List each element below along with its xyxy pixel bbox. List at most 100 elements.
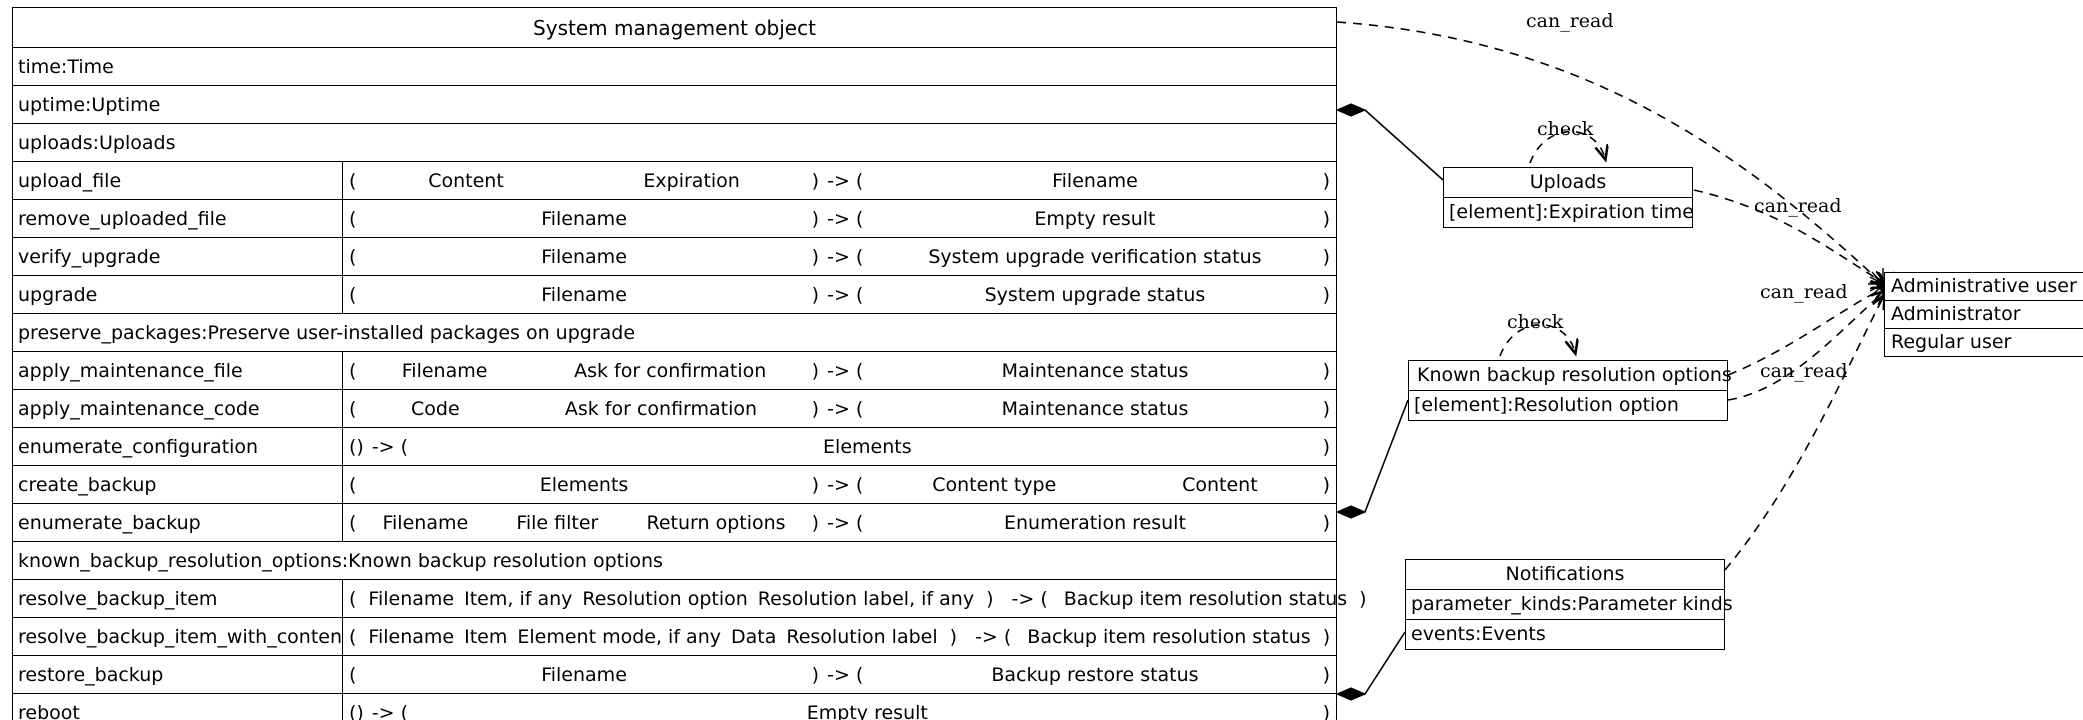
operation-name: restore_backup — [13, 656, 343, 693]
result: Maintenance status — [1001, 359, 1189, 382]
paren-open: ( — [349, 397, 357, 420]
parameter: Ask for confirmation — [574, 359, 767, 382]
parameter: Expiration — [643, 169, 740, 192]
attribute-label: events:Events — [1411, 623, 1546, 645]
return-arrow: -> ( — [1011, 587, 1048, 610]
paren-close: ) — [1322, 701, 1330, 720]
paren-close: ) — [811, 169, 820, 192]
parameter: Elements — [539, 473, 629, 496]
parameter: Data — [730, 625, 777, 648]
parameter: Filename — [541, 663, 627, 686]
attribute-label: parameter_kinds:Parameter kinds — [1406, 590, 1733, 620]
class-attribute-row: time:Time — [13, 48, 1336, 86]
paren-close: ) — [811, 473, 820, 496]
attribute-label: uptime:Uptime — [18, 93, 161, 116]
paren-open: () — [349, 435, 364, 458]
parameter: Filename — [368, 625, 455, 648]
class-notifications: Notifications parameter_kinds:Parameter … — [1405, 559, 1733, 650]
class-title: Notifications — [1406, 560, 1724, 590]
return-arrow: -> ( — [371, 701, 409, 720]
parameter: Filename — [541, 207, 627, 230]
parameter: Resolution label, if any — [757, 587, 975, 610]
parameter: Code — [411, 397, 460, 420]
class-attribute-row: uploads:Uploads — [13, 124, 1336, 162]
paren-close: ) — [1322, 283, 1330, 306]
class-title: Known backup resolution options — [1409, 361, 1732, 391]
operation-name: reboot — [13, 694, 343, 720]
result-list: Backup item resolution status — [1064, 588, 1347, 610]
paren-close: ) — [1322, 397, 1330, 420]
paren-close: ) — [811, 283, 820, 306]
return-arrow: -> ( — [827, 359, 864, 382]
result-list: Enumeration result — [869, 512, 1320, 534]
parameter: Element mode, if any — [517, 625, 721, 648]
parameter-list: Filename — [358, 284, 809, 306]
parameter: Return options — [646, 511, 786, 534]
parameter-list: Filename — [358, 664, 809, 686]
result: Content type — [932, 473, 1057, 496]
paren-open: ( — [349, 283, 357, 306]
operation-signature: ( Filename Ask for confirmation) -> ( Mainte… — [343, 352, 1336, 389]
operation-signature: ()-> (Empty result) — [343, 694, 1336, 720]
result: Empty result — [806, 701, 928, 720]
class-operation-row: remove_uploaded_file(Filename)-> (Empty … — [13, 200, 1336, 238]
operation-name: remove_uploaded_file — [13, 200, 343, 237]
class-operation-row: upgrade ( Filename) -> (System upgrade stat… — [13, 276, 1336, 314]
parameter: Filename — [541, 283, 627, 306]
edge-label-check: check — [1507, 311, 1564, 333]
attribute-label: known_backup_resolution_options:Known ba… — [18, 549, 663, 572]
result: Enumeration result — [1003, 511, 1186, 534]
operation-name: upgrade — [13, 276, 343, 313]
result: Backup item resolution status — [1027, 625, 1311, 648]
paren-open: ( — [349, 359, 357, 382]
result-list: Backup item resolution status — [1027, 626, 1310, 648]
parameter-list: Elements — [358, 474, 809, 496]
parameter: Filename — [382, 511, 469, 534]
return-arrow: -> ( — [827, 663, 864, 686]
paren-open: ( — [349, 245, 357, 268]
parameter-list: Filename File filter Return options — [358, 512, 809, 534]
parameter-list: Filename Ask for confirmation — [358, 360, 809, 382]
parameter: Content — [428, 169, 504, 192]
parameter: Filename — [401, 359, 488, 382]
paren-open: ( — [349, 663, 357, 686]
class-system-management-object: System management object time:Time uptim… — [12, 7, 1367, 720]
paren-close: ) — [1322, 511, 1330, 534]
paren-open: ( — [349, 473, 357, 496]
return-arrow: -> ( — [827, 245, 864, 268]
paren-close: ) — [1322, 473, 1330, 496]
return-arrow: -> ( — [827, 283, 864, 306]
attribute-label: Regular user — [1891, 331, 2012, 353]
return-arrow: -> ( — [827, 169, 864, 192]
paren-close: ) — [1322, 359, 1330, 382]
attribute-label: [element]:Expiration time — [1449, 201, 1694, 223]
operation-name: resolve_backup_item — [13, 580, 343, 617]
paren-close: ) — [811, 397, 820, 420]
parameter: Item, if any — [464, 587, 573, 610]
return-arrow: -> ( — [827, 207, 864, 230]
parameter: File filter — [516, 511, 599, 534]
paren-open: ( — [349, 207, 357, 230]
operation-name: enumerate_configuration — [13, 428, 343, 465]
return-arrow: -> ( — [827, 473, 864, 496]
paren-close: ) — [811, 245, 820, 268]
parameter: Filename — [541, 245, 627, 268]
class-administrative-user: Administrative user Administrator Regula… — [1884, 272, 2083, 357]
paren-open: ( — [349, 625, 357, 648]
operation-signature: ()-> (Elements) — [343, 428, 1336, 465]
operation-name: verify_upgrade — [13, 238, 343, 275]
result: System upgrade verification status — [928, 245, 1262, 268]
result-list: System upgrade status — [869, 284, 1320, 306]
result-list: System upgrade verification status — [869, 246, 1320, 268]
